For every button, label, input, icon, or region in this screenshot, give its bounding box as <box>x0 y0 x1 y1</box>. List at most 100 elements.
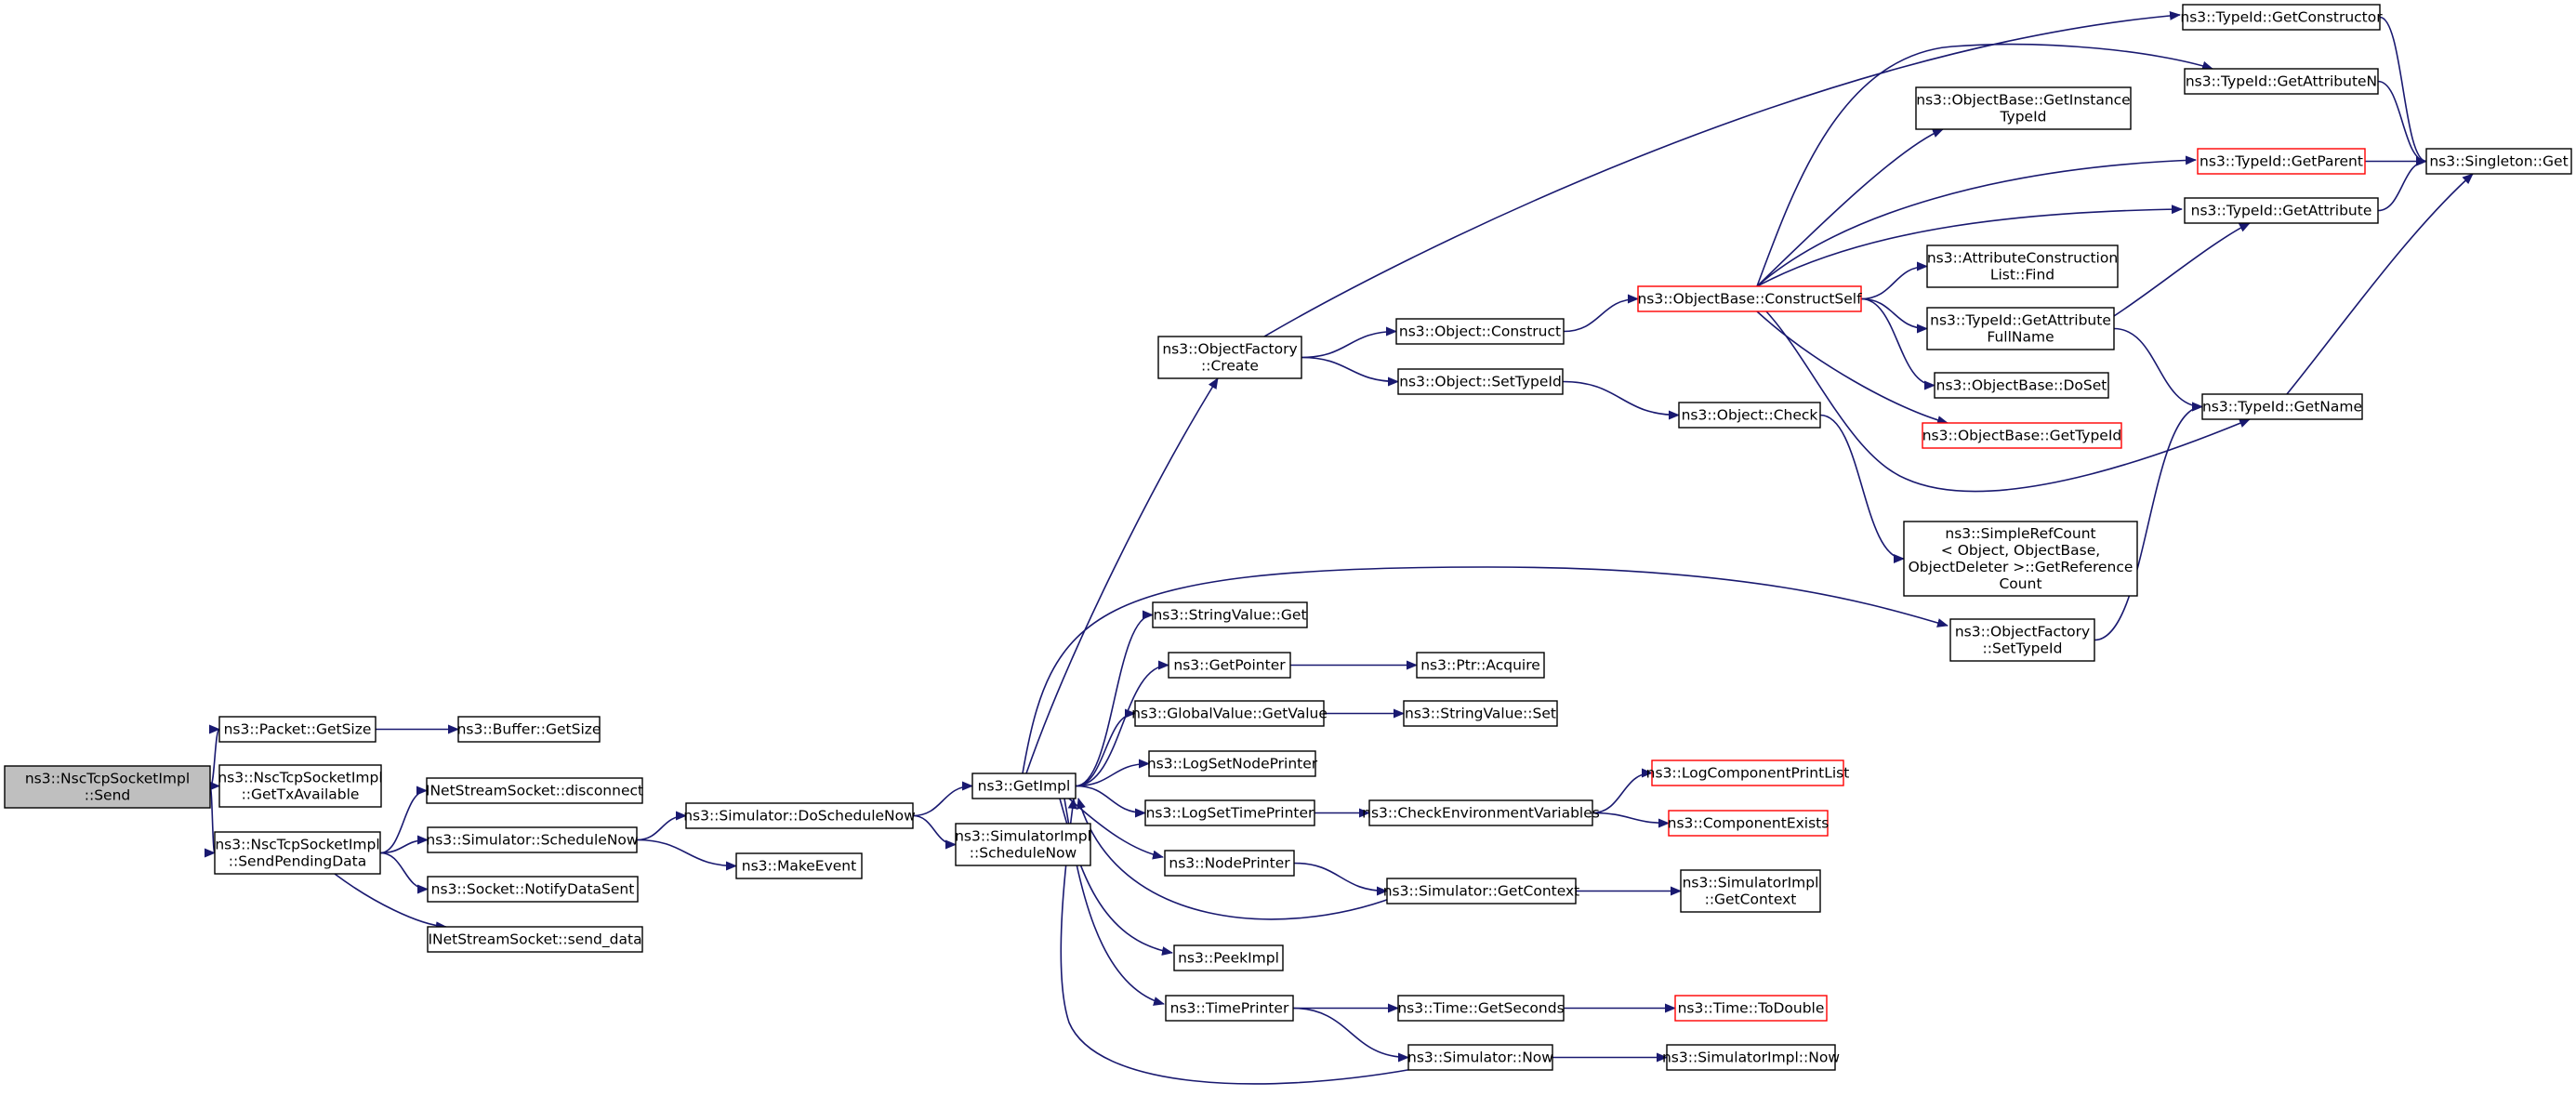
node-typeid-getname[interactable]: ns3::TypeId::GetName <box>2201 393 2363 420</box>
edge-typeid-getattribute-to-singleton-get <box>2377 156 2427 212</box>
node-simulator-schedulenow[interactable]: ns3::Simulator::ScheduleNow <box>426 826 639 853</box>
node-simplerefcount[interactable]: ns3::SimpleRefCount< Object, ObjectBase,… <box>1903 521 2138 597</box>
node-simimpl-now[interactable]: ns3::SimulatorImpl::Now <box>1662 1044 1840 1071</box>
node-getimpl[interactable]: ns3::GetImpl <box>971 772 1077 799</box>
node-label: ns3::CheckEnvironmentVariables <box>1362 805 1600 822</box>
node-singleton-get[interactable]: ns3::Singleton::Get <box>2425 148 2572 175</box>
edge-sendpendingdata-to-send-data <box>334 873 447 931</box>
node-label: ns3::TimePrinter <box>1170 1000 1289 1017</box>
node-typeid-getconstructor[interactable]: ns3::TypeId::GetConstructor <box>2180 4 2383 31</box>
node-label: ns3::TypeId::GetAttribute <box>1930 312 2111 329</box>
node-label: ns3::TypeId::GetParent <box>2200 153 2363 170</box>
node-label: ns3::ObjectBase::DoSet <box>1936 377 2107 394</box>
node-objectbase-doset[interactable]: ns3::ObjectBase::DoSet <box>1934 372 2109 399</box>
node-box <box>1397 995 1565 1022</box>
node-label: ns3::StringValue::Get <box>1153 607 1306 624</box>
node-disconnect[interactable]: INetStreamSocket::disconnect <box>426 777 643 804</box>
node-label: ns3::Ptr::Acquire <box>1420 657 1540 674</box>
node-nodeprinter[interactable]: ns3::NodePrinter <box>1164 850 1295 877</box>
edge-sendpendingdata-to-notifydatasent <box>379 852 429 894</box>
node-object-construct[interactable]: ns3::Object::Construct <box>1395 318 1565 345</box>
node-label: ns3::GetPointer <box>1173 657 1286 674</box>
node-simulator-now[interactable]: ns3::Simulator::Now <box>1407 1044 1553 1071</box>
node-label: ObjectDeleter >::GetReference <box>1909 559 2133 575</box>
node-box <box>2184 197 2379 224</box>
node-globalvalue-getvalue[interactable]: ns3::GlobalValue::GetValue <box>1131 700 1328 727</box>
node-ptr-acquire[interactable]: ns3::Ptr::Acquire <box>1416 652 1545 679</box>
node-simimpl-schedulenow[interactable]: ns3::SimulatorImpl::ScheduleNow <box>955 823 1091 866</box>
node-label: ::GetTxAvailable <box>242 786 360 803</box>
node-label: ns3::Time::GetSeconds <box>1397 1000 1564 1017</box>
node-box <box>427 926 643 953</box>
node-doschedulenow[interactable]: ns3::Simulator::DoScheduleNow <box>683 802 916 829</box>
node-box <box>2184 68 2379 95</box>
edge-simulator-schedulenow-to-makeevent <box>636 839 737 871</box>
edge-checkenvvars-to-componentexists <box>1592 812 1670 828</box>
node-object-settypeid[interactable]: ns3::Object::SetTypeId <box>1397 368 1564 395</box>
node-objectbase-gettypeid[interactable]: ns3::ObjectBase::GetTypeId <box>1922 422 2122 449</box>
node-stringvalue-set[interactable]: ns3::StringValue::Set <box>1403 700 1558 727</box>
node-box <box>1668 810 1829 837</box>
edge-send-to-sendpendingdata <box>204 786 216 858</box>
node-notifydatasent[interactable]: ns3::Socket::NotifyDataSent <box>427 876 639 903</box>
node-label: INetStreamSocket::send_data <box>428 931 641 949</box>
node-label: ::SendPendingData <box>229 853 366 870</box>
node-time-getseconds[interactable]: ns3::Time::GetSeconds <box>1397 995 1565 1022</box>
node-buffer-getsize[interactable]: ns3::Buffer::GetSize <box>457 716 601 743</box>
node-logcomponentprintlist[interactable]: ns3::LogComponentPrintList <box>1646 759 1850 786</box>
node-label: ns3::ObjectBase::ConstructSelf <box>1637 291 1862 308</box>
node-box <box>1395 318 1565 345</box>
edge-getimpl-to-stringvalue-get <box>1075 610 1154 787</box>
node-label: ns3::NscTcpSocketImpl <box>215 837 379 853</box>
node-packet-getsize[interactable]: ns3::Packet::GetSize <box>218 716 376 743</box>
node-label: ns3::GlobalValue::GetValue <box>1131 706 1328 722</box>
node-peekimpl[interactable]: ns3::PeekImpl <box>1173 944 1284 971</box>
node-constructself[interactable]: ns3::ObjectBase::ConstructSelf <box>1637 285 1862 312</box>
node-typeid-getattribute[interactable]: ns3::TypeId::GetAttribute <box>2184 197 2379 224</box>
node-simulator-getcontext[interactable]: ns3::Simulator::GetContext <box>1383 878 1580 905</box>
node-label: ns3::Object::Check <box>1682 407 1818 424</box>
node-label: ns3::LogComponentPrintList <box>1646 765 1850 782</box>
node-makeevent[interactable]: ns3::MakeEvent <box>735 852 863 879</box>
node-componentexists[interactable]: ns3::ComponentExists <box>1668 810 1830 837</box>
node-time-todouble[interactable]: ns3::Time::ToDouble <box>1674 995 1828 1022</box>
node-box <box>1674 995 1828 1022</box>
node-timeprinter[interactable]: ns3::TimePrinter <box>1165 995 1294 1022</box>
node-getpointer[interactable]: ns3::GetPointer <box>1168 652 1291 679</box>
node-checkenvvars[interactable]: ns3::CheckEnvironmentVariables <box>1362 799 1600 826</box>
node-box <box>1678 402 1821 429</box>
node-box <box>1165 995 1294 1022</box>
node-label: ns3::SimulatorImpl <box>1683 875 1819 891</box>
edge-constructself-to-attrconstructionlist-find <box>1860 261 1928 300</box>
node-logsetnodeprinter[interactable]: ns3::LogSetNodePrinter <box>1147 750 1318 777</box>
edge-constructself-to-typeid-getattribute <box>1756 205 2183 287</box>
edge-constructself-to-typeid-getname <box>1765 310 2251 493</box>
node-typeid-getparent[interactable]: ns3::TypeId::GetParent <box>2197 148 2366 175</box>
node-stringvalue-get[interactable]: ns3::StringValue::Get <box>1152 601 1308 628</box>
node-sendpendingdata[interactable]: ns3::NscTcpSocketImpl::SendPendingData <box>214 831 381 875</box>
node-box <box>1922 422 2122 449</box>
edge-object-check-to-simplerefcount <box>1819 414 1905 563</box>
node-box <box>1915 86 2132 130</box>
edge-send-to-gettxavailable <box>208 781 220 791</box>
node-logsettimeprinter[interactable]: ns3::LogSetTimePrinter <box>1144 799 1315 826</box>
node-simimpl-getcontext[interactable]: ns3::SimulatorImpl::GetContext <box>1680 869 1821 913</box>
node-objectfactory-settypeid[interactable]: ns3::ObjectFactory::SetTypeId <box>1949 618 2095 662</box>
node-object-check[interactable]: ns3::Object::Check <box>1678 402 1821 429</box>
node-send-data[interactable]: INetStreamSocket::send_data <box>427 926 643 953</box>
node-gettxavailable[interactable]: ns3::NscTcpSocketImpl::GetTxAvailable <box>218 764 383 808</box>
node-objectfactory-create[interactable]: ns3::ObjectFactory::Create <box>1157 336 1302 379</box>
edge-simulator-now-to-getimpl <box>1060 798 1414 1085</box>
node-label: ns3::Time::ToDouble <box>1678 1000 1825 1017</box>
edge-getimpl-to-getpointer <box>1075 660 1169 787</box>
node-box <box>1416 652 1545 679</box>
node-box <box>955 823 1091 866</box>
node-label: ::ScheduleNow <box>970 845 1077 862</box>
node-typeid-getattributen[interactable]: ns3::TypeId::GetAttributeN <box>2184 68 2379 95</box>
node-box <box>457 716 601 743</box>
edge-sendpendingdata-to-simulator-schedulenow <box>379 835 429 854</box>
